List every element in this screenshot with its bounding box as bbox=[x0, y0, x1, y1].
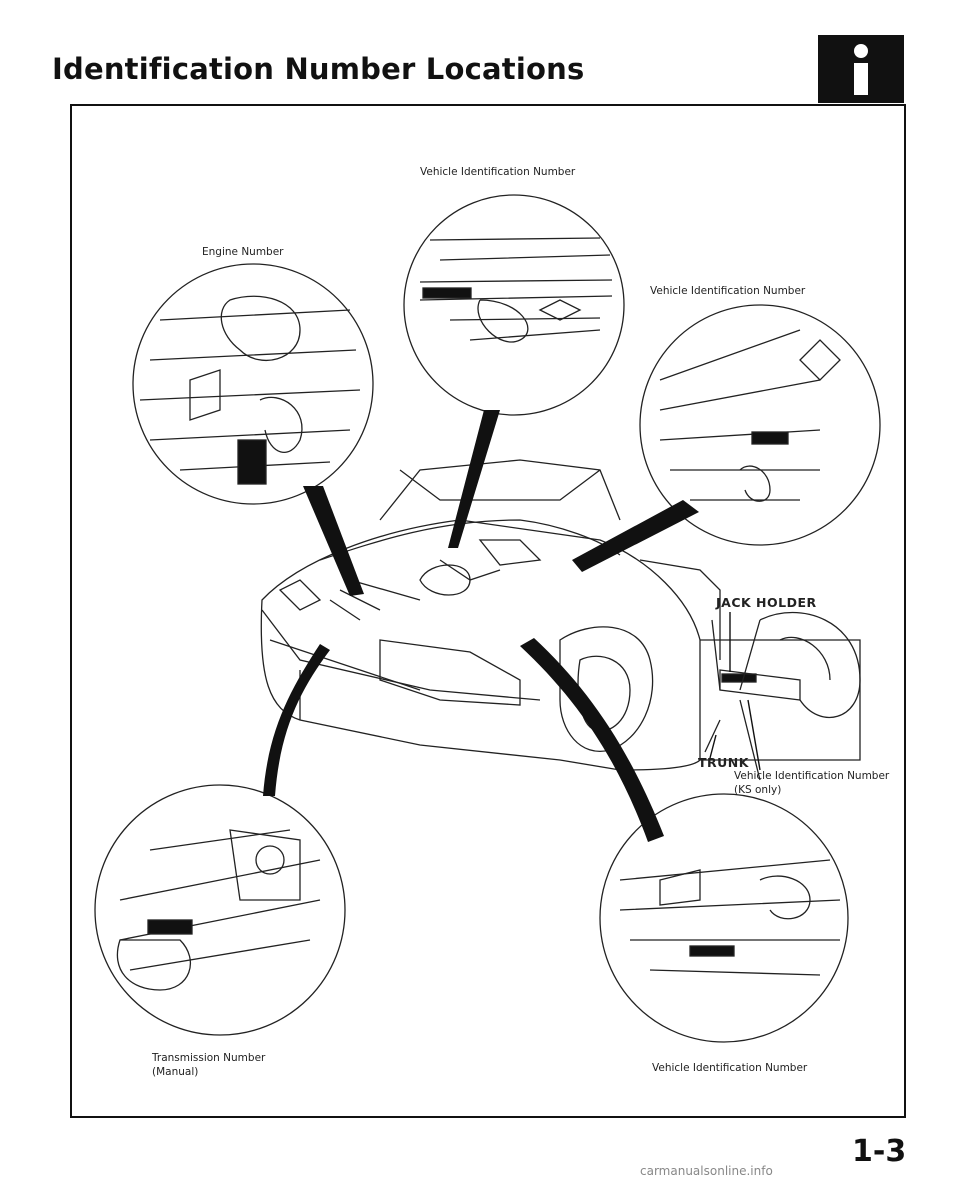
leader-lines bbox=[709, 612, 761, 771]
transmission-type-note: (Manual) bbox=[152, 1066, 199, 1078]
engine-number-inset bbox=[132, 263, 374, 505]
engine-number-label: Engine Number bbox=[202, 246, 284, 258]
page-number: 1-3 bbox=[852, 1134, 907, 1169]
footer-watermark: carmanualsonline.info bbox=[640, 1164, 773, 1178]
jack-holder-label: JACK HOLDER bbox=[716, 595, 817, 610]
pointer-wedges bbox=[263, 410, 699, 842]
jack-holder-drawing bbox=[700, 611, 861, 781]
vin-right-label: Vehicle Identification Number bbox=[650, 285, 806, 297]
vin-right-inset bbox=[639, 304, 881, 546]
transmission-inset bbox=[94, 784, 346, 1036]
trunk-label: TRUNK bbox=[698, 755, 749, 770]
vin-top-inset bbox=[403, 194, 625, 416]
diagram-frame bbox=[70, 104, 906, 1118]
page-title: Identification Number Locations bbox=[52, 52, 585, 86]
info-icon bbox=[818, 35, 904, 103]
transmission-number-label: Transmission Number bbox=[152, 1052, 266, 1064]
vin-trunk-label: Vehicle Identification Number bbox=[734, 770, 890, 782]
vin-trunk-note: (KS only) bbox=[734, 784, 782, 796]
vin-bottom-right-inset bbox=[599, 793, 849, 1043]
vin-top-label: Vehicle Identification Number bbox=[420, 166, 576, 178]
vin-bottom-right-label: Vehicle Identification Number bbox=[652, 1062, 808, 1074]
